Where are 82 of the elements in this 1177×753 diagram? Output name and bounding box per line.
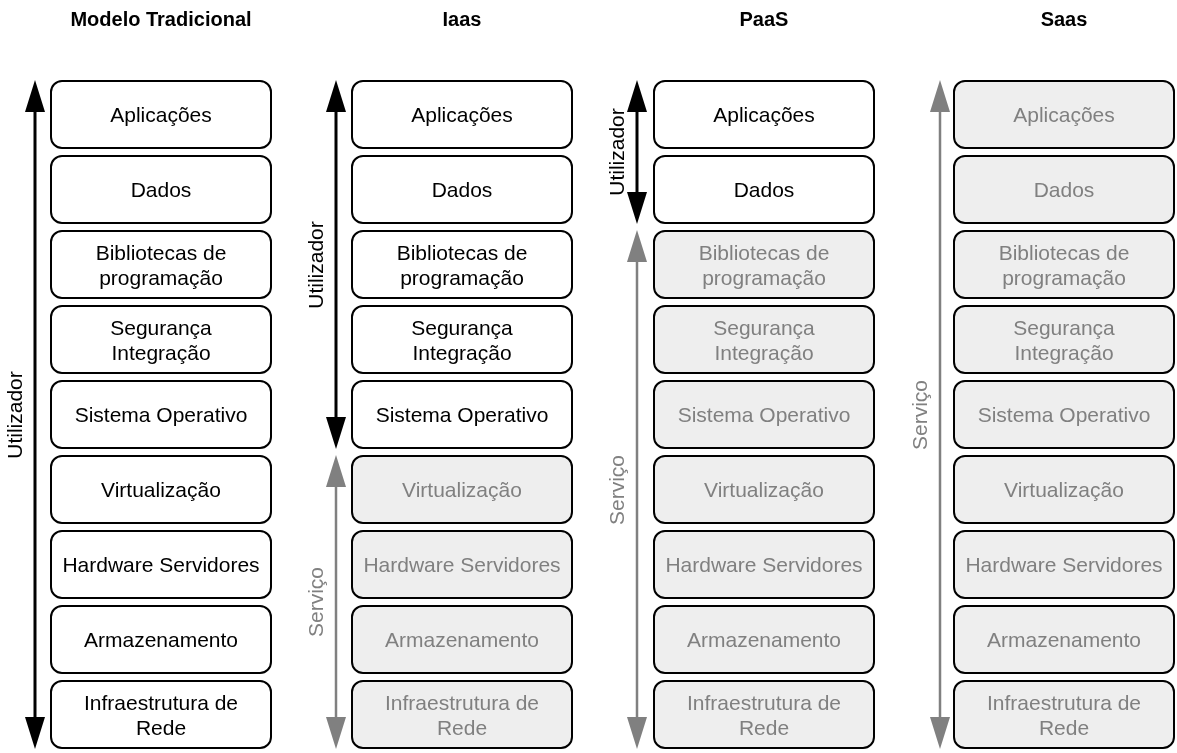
layer-box	[351, 380, 573, 449]
layer-label: Dados	[430, 177, 494, 202]
layer-box	[653, 230, 875, 299]
layer-label: Bibliotecas de programação	[395, 239, 529, 290]
layer-label: Bibliotecas de programação	[997, 239, 1131, 290]
layer-label: Bibliotecas de programação	[94, 239, 228, 290]
layer-label: Infraestrutura de Rede	[985, 689, 1143, 740]
column-title: Modelo Tradicional	[69, 8, 253, 31]
layer-box	[351, 455, 573, 524]
layer-label: Hardware Servidores	[664, 552, 864, 577]
layer-label: Dados	[129, 177, 193, 202]
layer-box	[653, 455, 875, 524]
layer-box	[50, 230, 272, 299]
layer-label: Hardware Servidores	[362, 552, 562, 577]
layer-box	[351, 530, 573, 599]
layer-box	[351, 155, 573, 224]
layer-label: Armazenamento	[685, 627, 843, 652]
arrow-label: Utilizador	[304, 220, 328, 309]
layer-label: Virtualização	[401, 477, 523, 502]
layer-label: Sistema Operativo	[676, 402, 852, 427]
layer-box	[50, 455, 272, 524]
layer-label: Armazenamento	[82, 627, 240, 652]
layer-box	[953, 155, 1175, 224]
layer-box	[653, 305, 875, 374]
layer-label: Hardware Servidores	[61, 552, 261, 577]
column-title: PaaS	[738, 8, 790, 31]
layer-label: Segurança Integração	[109, 314, 213, 365]
layer-box	[351, 305, 573, 374]
layer-box	[653, 605, 875, 674]
arrow-label: Serviço	[304, 567, 328, 637]
arrow-label: Utilizador	[3, 370, 27, 459]
layer-label: Aplicações	[712, 102, 816, 127]
layer-box	[953, 230, 1175, 299]
layer-label: Armazenamento	[985, 627, 1143, 652]
layer-label: Armazenamento	[383, 627, 541, 652]
layer-box	[50, 80, 272, 149]
arrow-label: Serviço	[605, 454, 629, 525]
layer-box	[653, 530, 875, 599]
layer-label: Virtualização	[703, 477, 825, 502]
layer-box	[953, 530, 1175, 599]
layer-box	[50, 155, 272, 224]
layer-label: Hardware Servidores	[964, 552, 1164, 577]
layer-box	[953, 680, 1175, 749]
layer-label: Sistema Operativo	[374, 402, 550, 427]
layer-label: Virtualização	[1003, 477, 1125, 502]
layer-box	[653, 155, 875, 224]
layer-box	[351, 80, 573, 149]
layer-label: Infraestrutura de Rede	[685, 689, 843, 740]
layer-label: Aplicações	[109, 102, 213, 127]
arrow-label: Serviço	[908, 379, 932, 450]
layer-label: Infraestrutura de Rede	[383, 689, 541, 740]
layer-box	[351, 230, 573, 299]
layer-label: Bibliotecas de programação	[697, 239, 831, 290]
layer-box	[953, 305, 1175, 374]
layer-label: Aplicações	[1012, 102, 1116, 127]
layer-box	[953, 455, 1175, 524]
layer-box	[50, 680, 272, 749]
layer-label: Infraestrutura de Rede	[82, 689, 240, 740]
layer-box	[653, 80, 875, 149]
layer-label: Sistema Operativo	[976, 402, 1152, 427]
layer-box	[50, 380, 272, 449]
layer-box	[351, 680, 573, 749]
layer-label: Segurança Integração	[712, 314, 816, 365]
layer-box	[351, 605, 573, 674]
layer-label: Dados	[732, 177, 796, 202]
layer-label: Segurança Integração	[410, 314, 514, 365]
layer-box	[50, 530, 272, 599]
layer-box	[653, 680, 875, 749]
layer-box	[50, 605, 272, 674]
layer-box	[50, 305, 272, 374]
layer-box	[653, 380, 875, 449]
layer-box	[953, 80, 1175, 149]
column-title: Iaas	[441, 8, 483, 31]
arrow-label: Utilizador	[605, 108, 629, 196]
layer-label: Sistema Operativo	[73, 402, 249, 427]
layer-label: Aplicações	[410, 102, 514, 127]
layer-box	[953, 605, 1175, 674]
layer-label: Segurança Integração	[1012, 314, 1116, 365]
layer-label: Dados	[1032, 177, 1096, 202]
layer-box	[953, 380, 1175, 449]
layer-label: Virtualização	[100, 477, 222, 502]
column-title: Saas	[1039, 8, 1089, 31]
